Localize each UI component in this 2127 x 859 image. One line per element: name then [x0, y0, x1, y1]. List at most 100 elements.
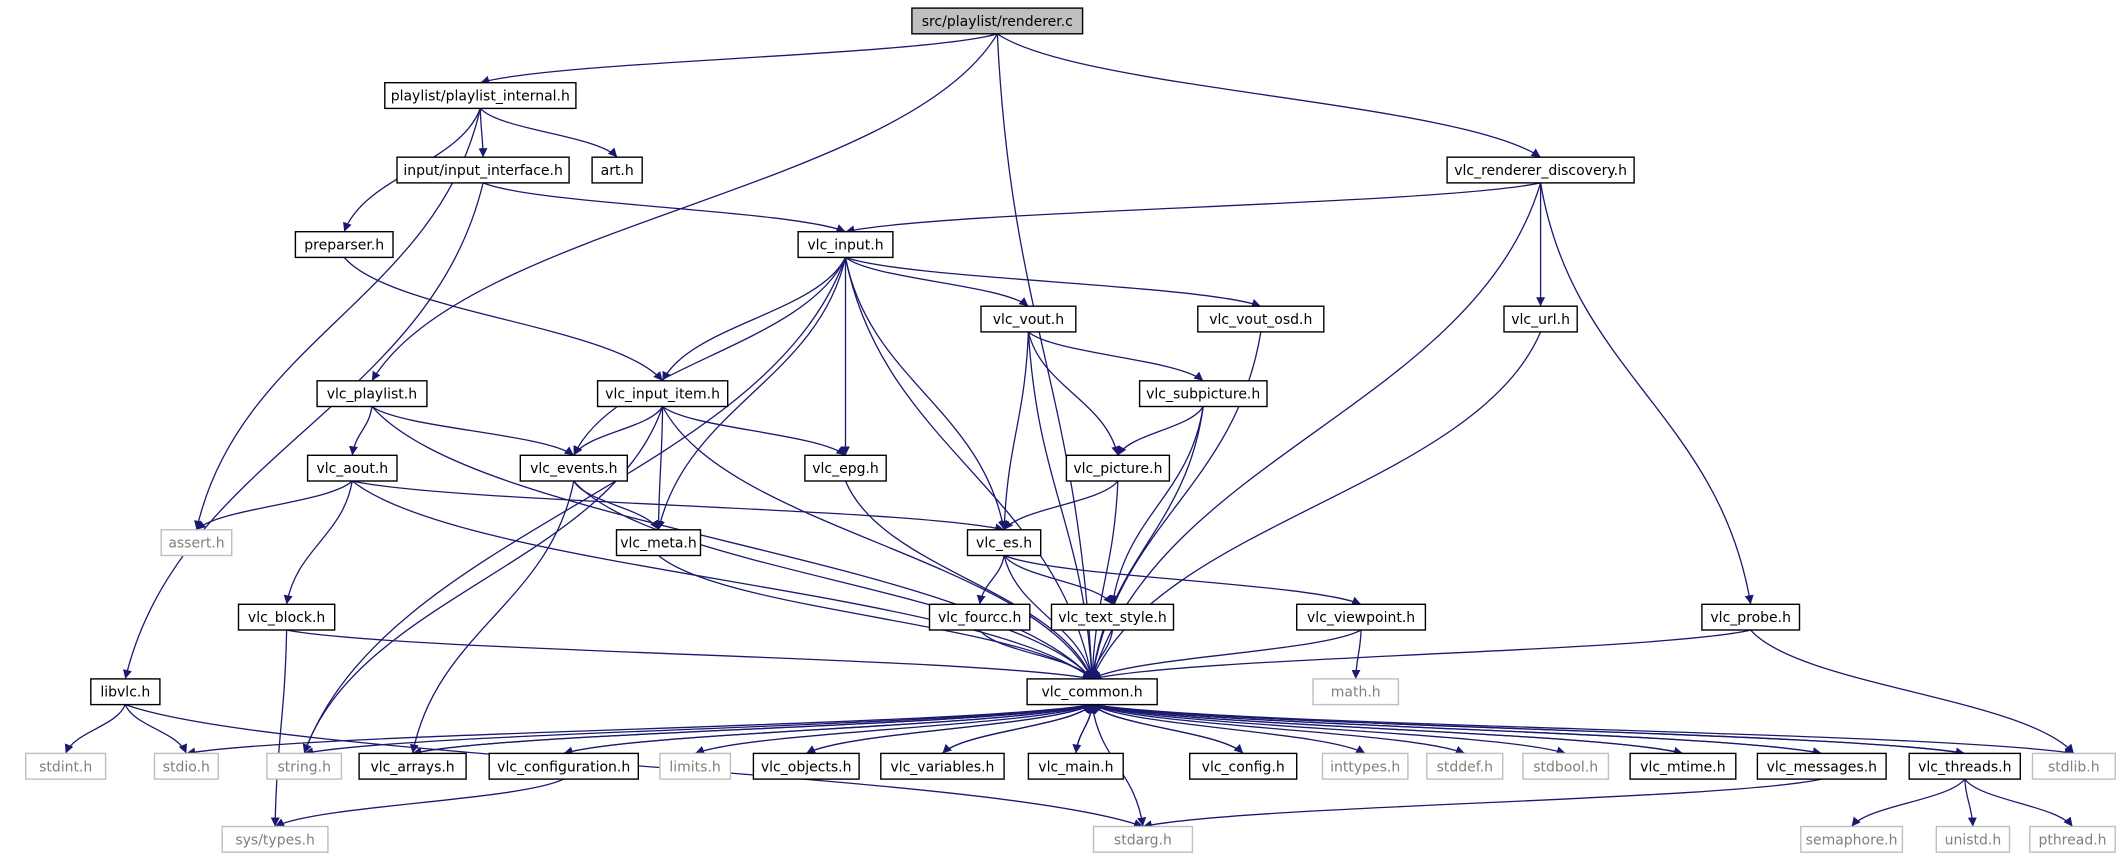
- edge-vlc_epg-to-vlc_common: [844, 480, 1093, 680]
- node-box: [90, 678, 161, 706]
- node-vlc-common[interactable]: vlc_common.h: [1026, 678, 1158, 706]
- node-label: vlc_renderer_discovery.h: [1454, 163, 1627, 179]
- node-label: src/playlist/renderer.c: [922, 14, 1073, 30]
- edge-vlc_block-to-vlc_common: [286, 629, 1093, 682]
- node-vlc-viewpoint[interactable]: vlc_viewpoint.h: [1295, 603, 1427, 631]
- node-vlc-arrays[interactable]: vlc_arrays.h: [358, 752, 467, 780]
- node-vlc-subpicture[interactable]: vlc_subpicture.h: [1138, 380, 1268, 408]
- node-vlc-probe[interactable]: vlc_probe.h: [1701, 603, 1801, 631]
- edge-vlc_input-to-vlc_input_item: [662, 257, 847, 382]
- node-vlc-playlist[interactable]: vlc_playlist.h: [316, 380, 428, 408]
- node-label: vlc_url.h: [1511, 312, 1570, 328]
- node-vlc-input[interactable]: vlc_input.h: [797, 230, 894, 259]
- edge-vlc_input-to-vlc_events: [573, 257, 847, 456]
- node-box: [911, 7, 1084, 35]
- edge-vlc_probe-to-stdlib: [1750, 629, 2075, 754]
- edge-vlc_viewpoint-to-math: [1351, 630, 1362, 679]
- node-vlc-input-item[interactable]: vlc_input_item.h: [596, 380, 729, 408]
- node-vlc-mtime[interactable]: vlc_mtime.h: [1629, 752, 1737, 780]
- node-vlc-objects[interactable]: vlc_objects.h: [752, 752, 860, 780]
- node-box: [1312, 678, 1400, 706]
- node-renderer-discovery[interactable]: vlc_renderer_discovery.h: [1446, 156, 1635, 184]
- node-box: [1050, 603, 1175, 631]
- edge-vlc_arrays-to-vlc_common: [412, 702, 1093, 755]
- node-label: vlc_configuration.h: [497, 759, 630, 775]
- node-input-interface[interactable]: input/input_interface.h: [396, 156, 570, 184]
- edge-vlc_threads-to-semaphore: [1851, 778, 1966, 827]
- node-vlc-config[interactable]: vlc_config.h: [1188, 752, 1298, 780]
- node-box: [266, 752, 343, 780]
- node-label: pthread.h: [2038, 832, 2106, 848]
- node-box: [1027, 752, 1124, 780]
- node-vlc-epg[interactable]: vlc_epg.h: [804, 454, 887, 482]
- node-label: vlc_events.h: [530, 461, 617, 477]
- node-box: [2031, 752, 2116, 780]
- node-label: inttypes.h: [1330, 759, 1400, 775]
- node-box: [1197, 305, 1325, 333]
- node-vlc-url[interactable]: vlc_url.h: [1503, 305, 1578, 333]
- node-label: input/input_interface.h: [403, 163, 563, 179]
- node-vlc-aout[interactable]: vlc_aout.h: [306, 454, 398, 482]
- edge-vlc_variables-to-vlc_common: [941, 704, 1093, 754]
- node-string: string.h: [266, 752, 343, 780]
- node-label: vlc_input_item.h: [605, 387, 720, 403]
- edge-vlc_common-to-stdio: [186, 703, 1093, 757]
- node-label: vlc_objects.h: [761, 759, 852, 775]
- edge-renderer_c-to-vlc_common: [996, 33, 1097, 679]
- node-stdlib: stdlib.h: [2031, 752, 2116, 780]
- edge-vlc_subpicture-to-vlc_common: [1088, 406, 1204, 679]
- node-label: unistd.h: [1945, 832, 2002, 848]
- node-limits: limits.h: [659, 752, 732, 780]
- node-preparser[interactable]: preparser.h: [294, 230, 394, 259]
- edge-vlc_vout-to-vlc_es: [999, 331, 1030, 530]
- node-label: sys/types.h: [235, 832, 314, 848]
- node-stdbool: stdbool.h: [1522, 752, 1610, 780]
- edge-renderer_c-to-playlist_internal: [480, 33, 998, 85]
- node-vlc-text-style[interactable]: vlc_text_style.h: [1050, 603, 1175, 631]
- node-box: [1908, 752, 2021, 780]
- edge-vlc_es-to-vlc_viewpoint: [1003, 554, 1362, 606]
- node-vlc-vout-osd[interactable]: vlc_vout_osd.h: [1197, 305, 1325, 333]
- node-playlist-internal[interactable]: playlist/playlist_internal.h: [384, 81, 577, 110]
- node-libvlc[interactable]: libvlc.h: [90, 678, 161, 706]
- node-vlc-configuration[interactable]: vlc_configuration.h: [488, 752, 640, 780]
- node-vlc-fourcc[interactable]: vlc_fourcc.h: [928, 603, 1031, 631]
- node-vlc-messages[interactable]: vlc_messages.h: [1756, 752, 1887, 780]
- edge-vlc_messages-to-stdarg: [1142, 778, 1822, 830]
- node-box: [384, 81, 577, 110]
- node-vlc-variables[interactable]: vlc_variables.h: [880, 752, 1005, 780]
- dependency-nodes: src/playlist/renderer.c playlist/playlist…: [25, 7, 2116, 853]
- node-label: vlc_messages.h: [1767, 759, 1877, 775]
- edge-vlc_aout-to-vlc_block: [283, 480, 353, 605]
- node-box: [396, 156, 570, 184]
- node-vlc-main[interactable]: vlc_main.h: [1027, 752, 1124, 780]
- node-vlc-meta[interactable]: vlc_meta.h: [615, 529, 702, 557]
- node-box: [659, 752, 732, 780]
- node-art[interactable]: art.h: [591, 156, 643, 184]
- node-box: [615, 529, 702, 557]
- edge-vlc_events-to-vlc_common: [573, 480, 1093, 680]
- node-box: [1026, 678, 1158, 706]
- dependency-edges: [64, 33, 2075, 830]
- node-label: stddef.h: [1437, 759, 1493, 775]
- node-vlc-events[interactable]: vlc_events.h: [519, 454, 628, 482]
- edge-vlc_aout-to-assert: [196, 480, 353, 531]
- node-vlc-vout[interactable]: vlc_vout.h: [980, 305, 1077, 333]
- edge-vlc_vout-to-vlc_picture: [1027, 331, 1121, 456]
- node-label: vlc_text_style.h: [1058, 610, 1166, 626]
- node-box: [1426, 752, 1504, 780]
- node-label: vlc_arrays.h: [370, 759, 454, 775]
- node-math: math.h: [1312, 678, 1400, 706]
- node-box: [306, 454, 398, 482]
- node-vlc-threads[interactable]: vlc_threads.h: [1908, 752, 2021, 780]
- node-vlc-block[interactable]: vlc_block.h: [237, 603, 336, 631]
- node-label: vlc_es.h: [976, 536, 1032, 552]
- node-label: vlc_mtime.h: [1640, 759, 1725, 775]
- node-vlc-es[interactable]: vlc_es.h: [966, 529, 1042, 557]
- node-vlc-picture[interactable]: vlc_picture.h: [1065, 454, 1171, 482]
- node-box: [294, 230, 394, 259]
- edge-vlc_es-to-vlc_text_style: [1003, 555, 1114, 605]
- edge-vlc_subpicture-to-vlc_picture: [1117, 406, 1204, 456]
- node-renderer-c[interactable]: src/playlist/renderer.c: [911, 7, 1084, 35]
